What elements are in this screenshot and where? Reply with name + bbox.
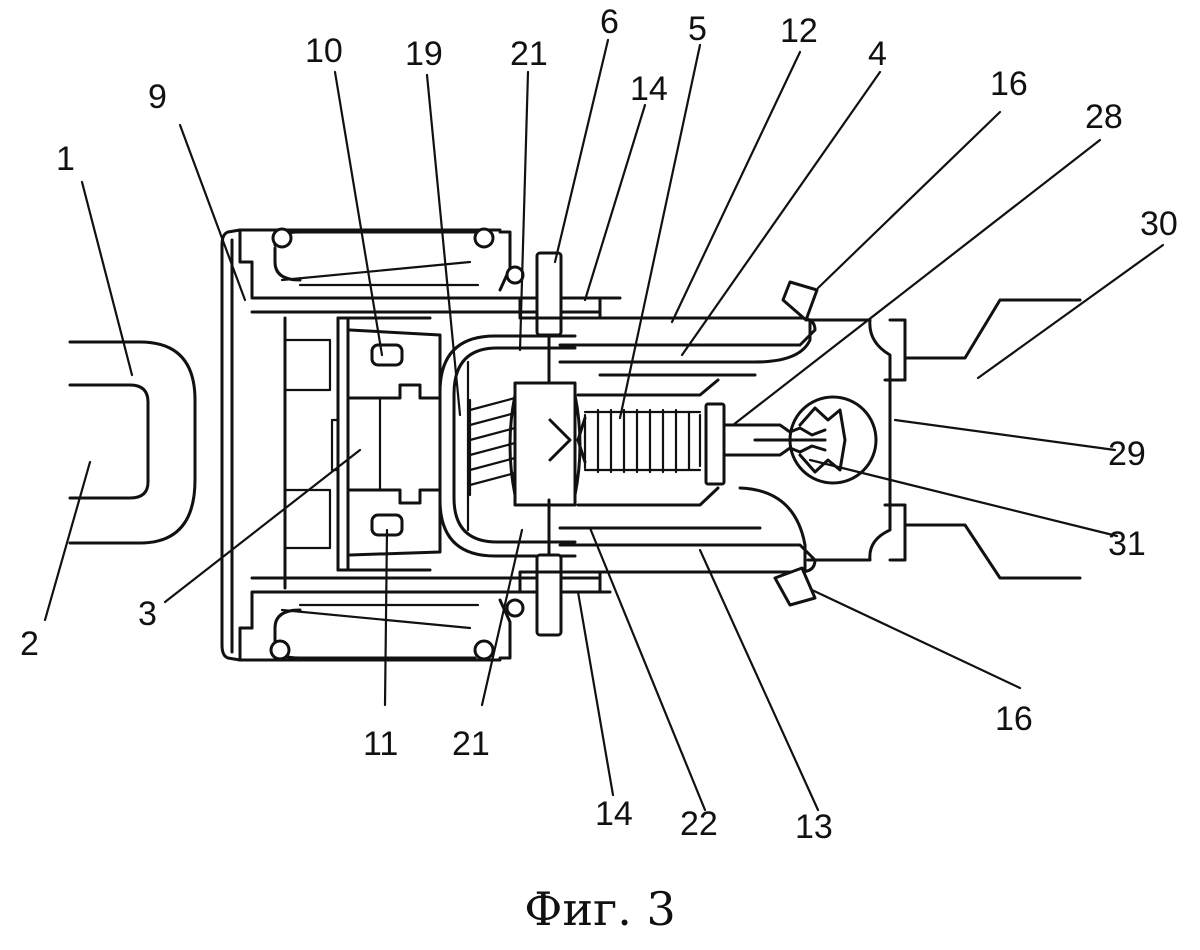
end-cap: [220, 228, 254, 662]
label-21-bottom: 21: [452, 725, 490, 763]
label-28: 28: [1085, 98, 1123, 136]
u-bracket: [438, 334, 577, 558]
figure-caption: Фиг. 3: [524, 882, 675, 936]
label-5: 5: [688, 10, 707, 48]
bottom-spring-housing: [238, 576, 612, 662]
label-16-top: 16: [990, 65, 1028, 103]
label-10: 10: [305, 32, 343, 70]
main-spring: [576, 408, 702, 474]
top-spring-housing: [238, 227, 622, 314]
label-14-bottom: 14: [595, 795, 633, 833]
handle-loop: [68, 340, 197, 545]
label-3: 3: [138, 595, 157, 633]
label-9: 9: [148, 78, 167, 116]
label-29: 29: [1108, 435, 1146, 473]
connector-body: [788, 318, 907, 562]
label-13: 13: [795, 808, 833, 846]
label-12: 12: [780, 12, 818, 50]
label-6: 6: [600, 3, 619, 41]
inner-frame: [283, 316, 442, 590]
label-21-top: 21: [510, 35, 548, 73]
label-31: 31: [1108, 525, 1146, 563]
spool-cone: [508, 381, 582, 507]
housing-outline-30: [903, 298, 1082, 580]
leader-lines: [43, 38, 1165, 812]
label-22: 22: [680, 805, 718, 843]
label-16-bottom: 16: [995, 700, 1033, 738]
label-19: 19: [405, 35, 443, 73]
label-11: 11: [363, 725, 398, 763]
small-spring: [468, 390, 517, 497]
label-14-top: 14: [630, 70, 668, 108]
label-4: 4: [868, 35, 887, 73]
label-1: 1: [56, 140, 75, 178]
label-2: 2: [20, 625, 39, 663]
reference-numerals: 1 2 3 4 5 6 9 10 11 12 13 14 14 16 16 19…: [20, 3, 1178, 846]
latch-bottom: [773, 566, 817, 607]
label-30: 30: [1140, 205, 1178, 243]
latch-top: [781, 280, 819, 322]
axle-pin: [518, 251, 602, 637]
